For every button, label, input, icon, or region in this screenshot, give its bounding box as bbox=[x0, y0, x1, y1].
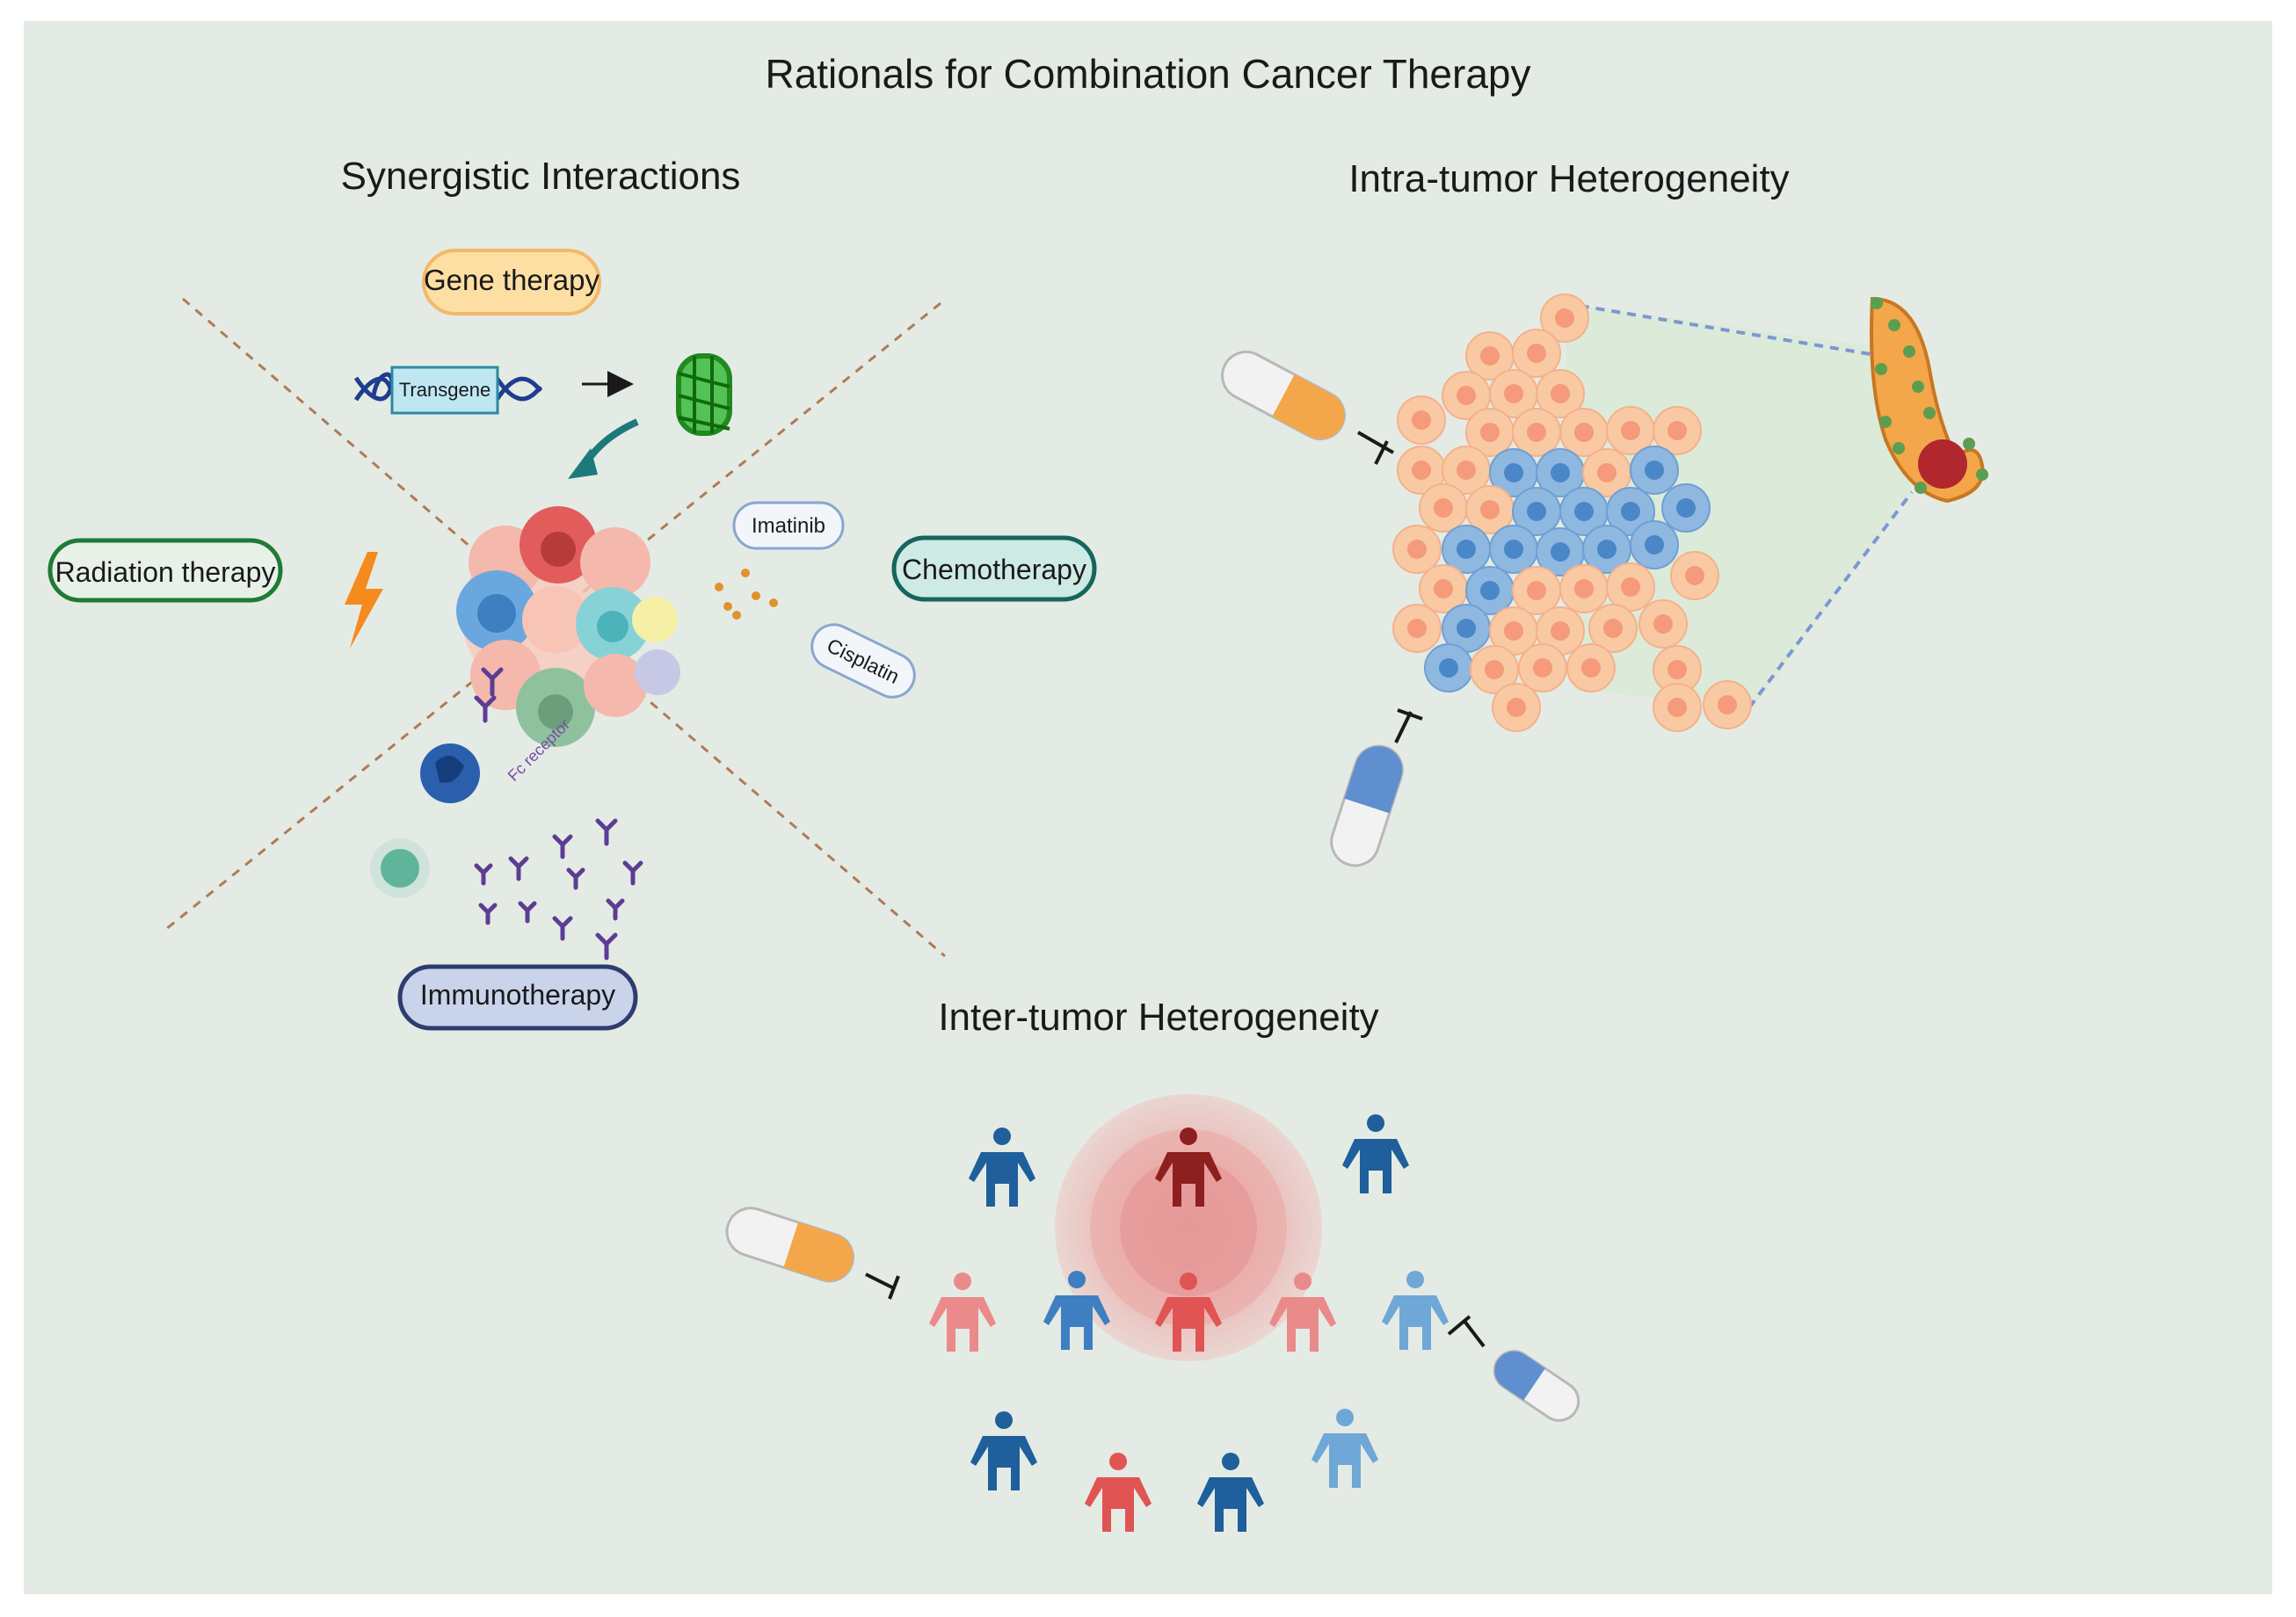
tumor-cell-orange bbox=[1465, 331, 1515, 381]
tumor-cell-blue bbox=[1630, 520, 1679, 569]
immunotherapy-label: Immunotherapy bbox=[397, 964, 638, 1031]
tumor-cell-orange bbox=[1582, 448, 1631, 497]
section-title-synergistic: Synergistic Interactions bbox=[341, 155, 741, 198]
tumor-cell-blue bbox=[1489, 448, 1538, 497]
lightning-icon bbox=[345, 552, 383, 649]
tumor-cell-orange bbox=[1588, 604, 1638, 653]
tumor-cell-orange bbox=[1566, 643, 1616, 692]
tumor-cell-orange bbox=[1606, 562, 1655, 612]
pancreas-icon bbox=[1870, 296, 1988, 504]
tumor-cell-blue bbox=[1442, 604, 1491, 653]
capsule-icon-orange-inter bbox=[725, 1207, 855, 1283]
inhibition-icon-intra-1 bbox=[1357, 431, 1394, 465]
tumor-cell-orange bbox=[1512, 329, 1561, 378]
tumor-cell-blue bbox=[1442, 525, 1491, 574]
tumor-cell-blue bbox=[1661, 483, 1711, 533]
tumor-cell-orange bbox=[1536, 369, 1585, 418]
tumor-cell-blue bbox=[1424, 643, 1473, 692]
tumor-cluster-icon bbox=[456, 506, 680, 747]
tumor-cell-blue bbox=[1465, 566, 1515, 615]
tumor-cell-blue bbox=[1630, 446, 1679, 495]
tumor-cell-orange bbox=[1638, 599, 1688, 649]
gfp-protein-icon bbox=[676, 353, 732, 436]
tumor-cell-blue bbox=[1536, 527, 1585, 576]
inhibition-icon-intra-2 bbox=[1394, 708, 1423, 743]
transgene-box: Transgene bbox=[390, 366, 499, 415]
tumor-cell-orange bbox=[1653, 645, 1702, 694]
tumor-cell-orange bbox=[1512, 408, 1561, 457]
drug-dots-icon bbox=[715, 569, 778, 620]
inhibition-icon-inter-1 bbox=[865, 1273, 900, 1300]
tumor-cell-orange bbox=[1559, 408, 1609, 457]
arrow-to-tumor-head bbox=[568, 448, 598, 479]
tumor-cell-orange bbox=[1540, 294, 1589, 343]
highlight-halo-core bbox=[1120, 1159, 1257, 1296]
tumor-cell-blue bbox=[1489, 525, 1538, 574]
tumor-cell-orange bbox=[1419, 483, 1468, 533]
tumor-cell-blue bbox=[1559, 487, 1609, 536]
tumor-cell-grid bbox=[1392, 294, 1752, 732]
tumor-cell-orange bbox=[1392, 525, 1442, 574]
gene-therapy-text: Gene therapy bbox=[424, 264, 599, 296]
zoom-dashed-lines bbox=[1564, 301, 1914, 709]
tumor-cell-orange bbox=[1653, 406, 1702, 455]
immune-cell-icon bbox=[420, 743, 480, 803]
panel-background bbox=[24, 21, 2272, 1594]
tumor-cell-orange bbox=[1392, 604, 1442, 653]
tumor-cell-orange bbox=[1703, 680, 1752, 729]
tumor-cell-orange bbox=[1397, 446, 1446, 495]
imatinib-text: Imatinib bbox=[752, 514, 825, 538]
tumor-cell-orange bbox=[1397, 395, 1446, 445]
gene-therapy-label: Gene therapy bbox=[422, 249, 601, 315]
nk-cell-icon bbox=[370, 838, 430, 898]
imatinib-tag: Imatinib bbox=[732, 501, 845, 550]
tumor-cell-orange bbox=[1442, 371, 1491, 420]
radiation-therapy-text: Radiation therapy bbox=[55, 556, 276, 588]
tumor-cell-orange bbox=[1489, 606, 1538, 656]
chemotherapy-label: Chemotherapy bbox=[891, 535, 1097, 602]
transgene-text: Transgene bbox=[399, 379, 490, 401]
tumor-cell-orange bbox=[1606, 406, 1655, 455]
chemotherapy-text: Chemotherapy bbox=[902, 554, 1086, 585]
tumor-cell-orange bbox=[1653, 683, 1702, 732]
tumor-cell-orange bbox=[1518, 643, 1567, 692]
inhibition-icon-inter-2 bbox=[1447, 1315, 1486, 1348]
tumor-cell-orange bbox=[1489, 369, 1538, 418]
tumor-cell-orange bbox=[1559, 564, 1609, 613]
figure-title: Rationals for Combination Cancer Therapy bbox=[765, 51, 1530, 97]
tumor-cell-orange bbox=[1419, 564, 1468, 613]
tumor-cell-orange bbox=[1492, 683, 1541, 732]
tumor-cell-orange bbox=[1670, 551, 1719, 600]
section-title-intra: Intra-tumor Heterogeneity bbox=[1348, 157, 1789, 200]
capsule-icon-orange-intra bbox=[1221, 350, 1346, 441]
tumor-cell-blue bbox=[1582, 525, 1631, 574]
capsule-icon-blue-intra bbox=[1330, 744, 1404, 867]
antibody-icon bbox=[474, 667, 643, 961]
tumor-cell-blue bbox=[1536, 448, 1585, 497]
capsule-icon-blue-inter bbox=[1493, 1350, 1580, 1422]
dna-icon bbox=[353, 372, 542, 402]
section-title-inter: Inter-tumor Heterogeneity bbox=[938, 996, 1378, 1039]
radiation-therapy-label: Radiation therapy bbox=[47, 538, 283, 603]
immunotherapy-text: Immunotherapy bbox=[420, 979, 615, 1011]
tumor-cell-orange bbox=[1512, 566, 1561, 615]
tumor-cell-orange bbox=[1470, 645, 1519, 694]
